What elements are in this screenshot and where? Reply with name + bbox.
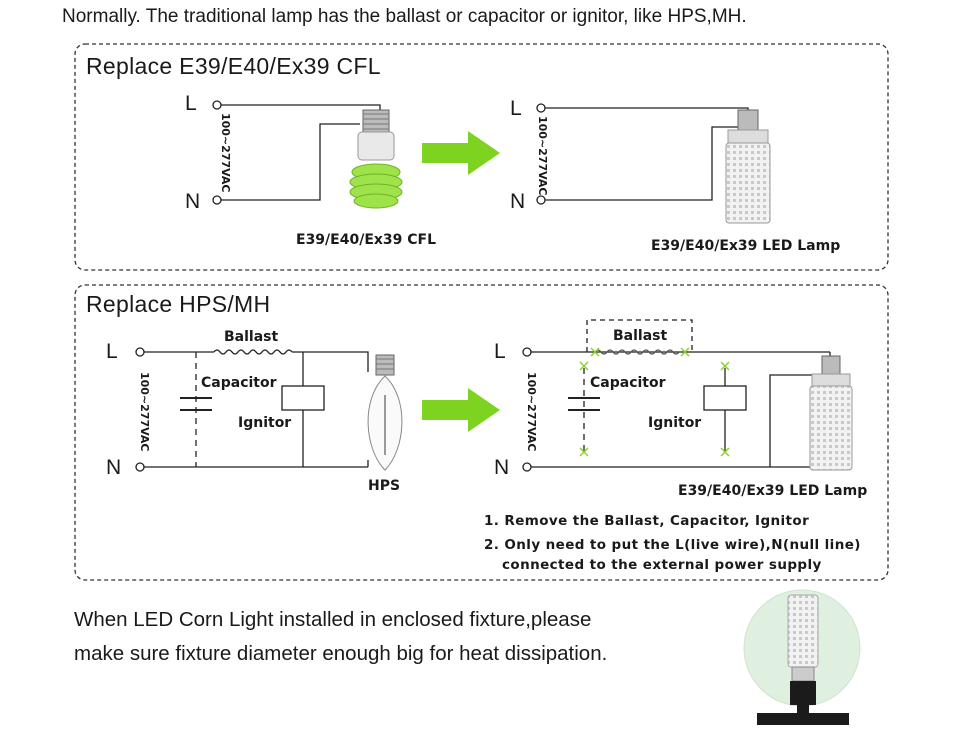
cfl-before-caption: E39/E40/Ex39 CFL bbox=[296, 232, 437, 248]
cfl-bulb-icon bbox=[349, 109, 403, 209]
hps-bulb-icon bbox=[367, 354, 403, 471]
cfl-before-l-label: L bbox=[185, 92, 197, 115]
section-frame-hps bbox=[74, 284, 889, 581]
hps-after-ignitor-label: Ignitor bbox=[648, 415, 702, 431]
hps-after-ballast-label: Ballast bbox=[613, 328, 668, 344]
hps-before-n-label: N bbox=[106, 456, 122, 479]
cfl-after-n-label: N bbox=[510, 190, 526, 213]
hps-after-capacitor-label: Capacitor bbox=[590, 375, 666, 391]
section-title-cfl: Replace E39/E40/Ex39 CFL bbox=[86, 53, 381, 79]
footer-line-1: When LED Corn Light installed in enclose… bbox=[74, 608, 592, 631]
section-title-hps: Replace HPS/MH bbox=[86, 291, 271, 317]
enclosed-fixture-icon bbox=[743, 589, 861, 725]
hps-before-ballast-label: Ballast bbox=[224, 329, 279, 345]
note-2: 2. Only need to put the L(live wire),N(n… bbox=[484, 537, 861, 553]
note-3: connected to the external power supply bbox=[502, 557, 822, 573]
hps-before-circuit bbox=[135, 347, 369, 472]
arrow-2 bbox=[422, 388, 500, 432]
led-corn-lamp-icon-2 bbox=[809, 355, 853, 471]
removal-marks bbox=[579, 347, 730, 457]
hps-after-n-label: N bbox=[494, 456, 510, 479]
hps-before-ignitor-label: Ignitor bbox=[238, 415, 292, 431]
footer-line-2: make sure fixture diameter enough big fo… bbox=[74, 642, 608, 665]
cfl-after-circuit bbox=[536, 103, 749, 205]
hps-before-caption: HPS bbox=[368, 478, 401, 494]
led-corn-lamp-icon bbox=[725, 109, 771, 224]
intro-text: Normally. The traditional lamp has the b… bbox=[62, 6, 747, 27]
hps-after-circuit bbox=[522, 319, 831, 472]
hps-after-l-label: L bbox=[494, 340, 506, 363]
hps-before-capacitor-label: Capacitor bbox=[201, 375, 277, 391]
hps-after-caption: E39/E40/Ex39 LED Lamp bbox=[678, 483, 868, 499]
hps-before-l-label: L bbox=[106, 340, 118, 363]
arrow-1 bbox=[422, 131, 500, 175]
section-frame-cfl bbox=[74, 43, 889, 271]
cfl-after-caption: E39/E40/Ex39 LED Lamp bbox=[651, 238, 841, 254]
cfl-after-l-label: L bbox=[510, 97, 522, 120]
note-1: 1. Remove the Ballast, Capacitor, Ignito… bbox=[484, 513, 810, 529]
cfl-before-n-label: N bbox=[185, 190, 201, 213]
